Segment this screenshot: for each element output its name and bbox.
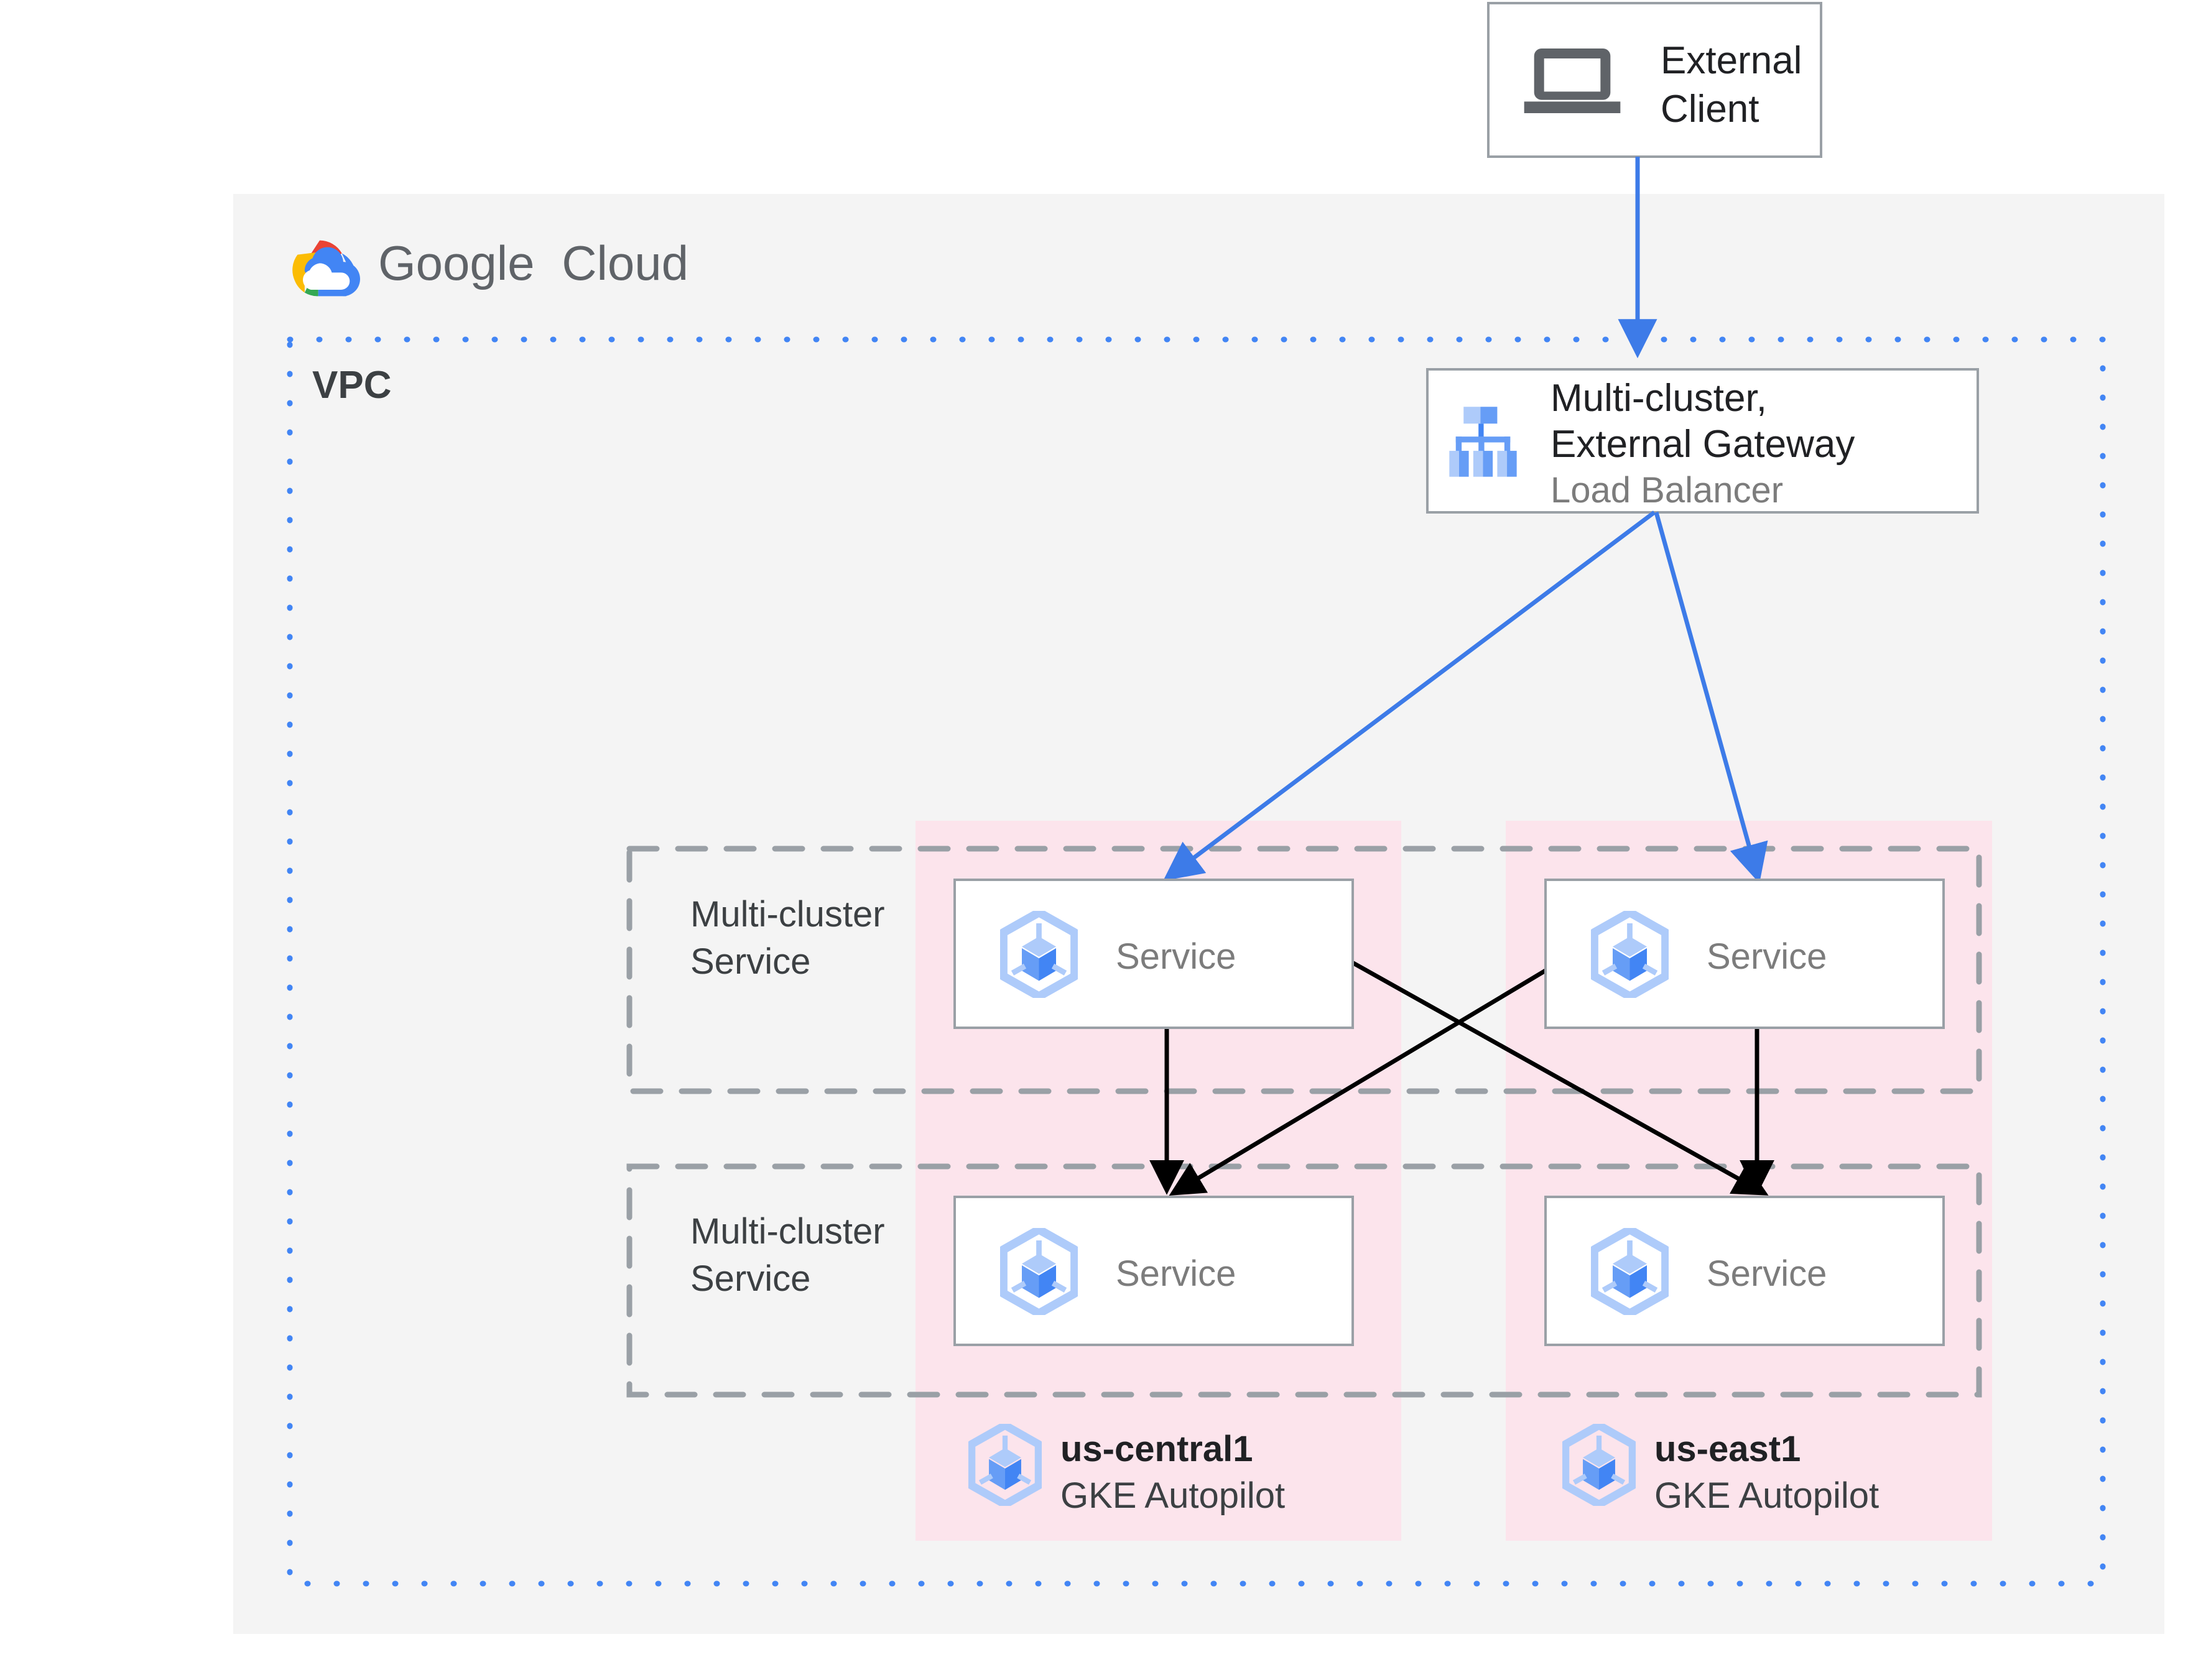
service-box-1-1[interactable] bbox=[1544, 1196, 1945, 1346]
service-label-1-0: Service bbox=[1116, 1253, 1236, 1294]
service-box-1-0[interactable] bbox=[953, 1196, 1354, 1346]
service-label-0-0: Service bbox=[1116, 936, 1236, 977]
load-balancer-title-line2: External Gateway bbox=[1550, 423, 1855, 466]
arrow-lb-to-service-east bbox=[1654, 512, 1768, 884]
cluster-name-us-central1: us-central1 bbox=[1060, 1429, 1253, 1469]
mcs-row-0-label-line2: Service bbox=[690, 941, 810, 982]
load-balancer-box[interactable] bbox=[1426, 368, 1979, 514]
vpc-boundary bbox=[287, 336, 2106, 1587]
service-box-0-1[interactable] bbox=[1544, 879, 1945, 1029]
google-cloud-wordmark: Google Cloud bbox=[378, 236, 688, 290]
google-cloud-wordmark-cloud: Cloud bbox=[562, 236, 688, 290]
cluster-name-us-east1: us-east1 bbox=[1654, 1429, 1801, 1469]
service-label-0-1: Service bbox=[1707, 936, 1827, 977]
load-balancer-subtitle: Load Balancer bbox=[1550, 470, 1783, 510]
arrow-central-top-to-east-bottom bbox=[1342, 955, 1769, 1196]
mcs-row-1-label-line1: Multi-cluster bbox=[690, 1211, 885, 1252]
mcs-row-0-label-line1: Multi-cluster bbox=[690, 894, 885, 935]
service-label-1-1: Service bbox=[1707, 1253, 1827, 1294]
service-box-0-0[interactable] bbox=[953, 879, 1354, 1029]
external-client-label-line2: Client bbox=[1661, 88, 1759, 131]
arrow-east-top-to-central-bottom bbox=[1169, 955, 1569, 1196]
load-balancer-title-line1: Multi-cluster, bbox=[1550, 377, 1767, 420]
cluster-type-us-east1: GKE Autopilot bbox=[1654, 1475, 1879, 1516]
mcs-row-0-boundary bbox=[626, 846, 1982, 1094]
google-cloud-wordmark-google: Google bbox=[378, 236, 535, 290]
vpc-label: VPC bbox=[312, 364, 391, 407]
external-client-label-line1: External bbox=[1661, 39, 1802, 82]
laptop-icon bbox=[1524, 48, 1621, 113]
mcs-row-1-boundary bbox=[626, 1163, 1982, 1398]
cluster-type-us-central1: GKE Autopilot bbox=[1060, 1475, 1285, 1516]
arrow-lb-to-service-central bbox=[1163, 510, 1656, 881]
mcs-row-1-label-line2: Service bbox=[690, 1258, 810, 1299]
